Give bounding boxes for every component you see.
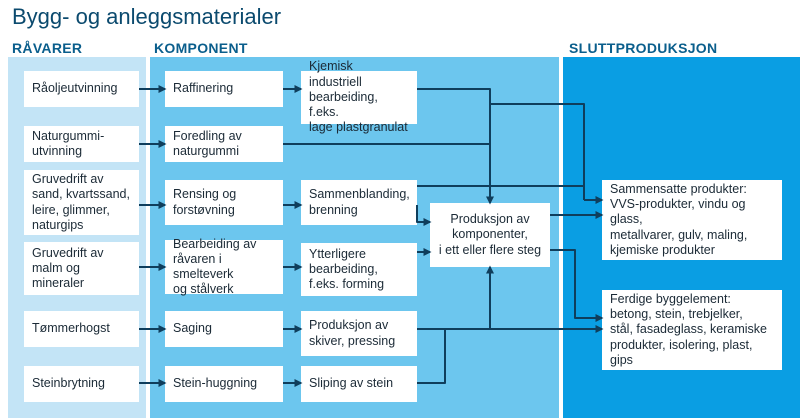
komp-steinhugging: Stein-huggning [165, 366, 283, 402]
column-heading-sluttproduksjon: SLUTTPRODUKSJON [569, 40, 718, 56]
arrow-sammenblanding-produksjon [416, 205, 432, 226]
komp-sliping-stein: Sliping av stein [301, 366, 417, 402]
raw-raoljeutvinning: Råoljeutvinning [24, 71, 139, 107]
line-topbus-sammensatte [490, 103, 585, 200]
column-heading-ravarer: RÅVARER [12, 40, 83, 56]
komp-foredling-naturgummi: Foredling av naturgummi [165, 126, 283, 162]
line-sliping-bus [417, 329, 446, 384]
column-heading-komponent: KOMPONENT [154, 40, 248, 56]
komp-produksjon-skiver: Produksjon av skiver, pressing [301, 311, 417, 356]
line-kjemisk-out [417, 88, 491, 104]
raw-steinbrytning: Steinbrytning [24, 366, 139, 402]
komp-saging: Saging [165, 311, 283, 347]
ravarer-band [8, 57, 146, 418]
komp-ytterligere-bearbeiding: Ytterligere bearbeiding, f.eks. forming [301, 243, 417, 296]
komp-kjemisk-bearbeiding: Kjemisk industriell bearbeiding, f.eks. … [301, 59, 417, 134]
slutt-sammensatte-produkter: Sammensatte produkter: VVS-produkter, vi… [602, 180, 782, 260]
raw-gruvedrift-sand: Gruvedrift av sand, kvartssand, leire, g… [24, 170, 139, 235]
line-produksjon-ferdige [550, 249, 604, 322]
raw-tommerhogst: Tømmerhogst [24, 311, 139, 347]
komp-raffinering: Raffinering [165, 71, 283, 107]
slutt-ferdige-byggelement: Ferdige byggelement: betong, stein, treb… [602, 290, 782, 370]
komp-bearbeiding-smelteverk: Bearbeiding av råvaren i smelteverk og s… [165, 237, 283, 296]
komp-produksjon-komponenter: Produksjon av komponenter, i ett eller f… [430, 203, 550, 267]
raw-gruvedrift-malm: Gruvedrift av malm og mineraler [24, 242, 139, 295]
komp-sammenblanding: Sammenblanding, brenning [301, 180, 417, 225]
raw-naturgummiutvinning: Naturgummi- utvinning [24, 126, 139, 162]
komp-rensing-forstovning: Rensing og forstøvning [165, 180, 283, 225]
page-title: Bygg- og anleggsmaterialer [12, 4, 282, 29]
